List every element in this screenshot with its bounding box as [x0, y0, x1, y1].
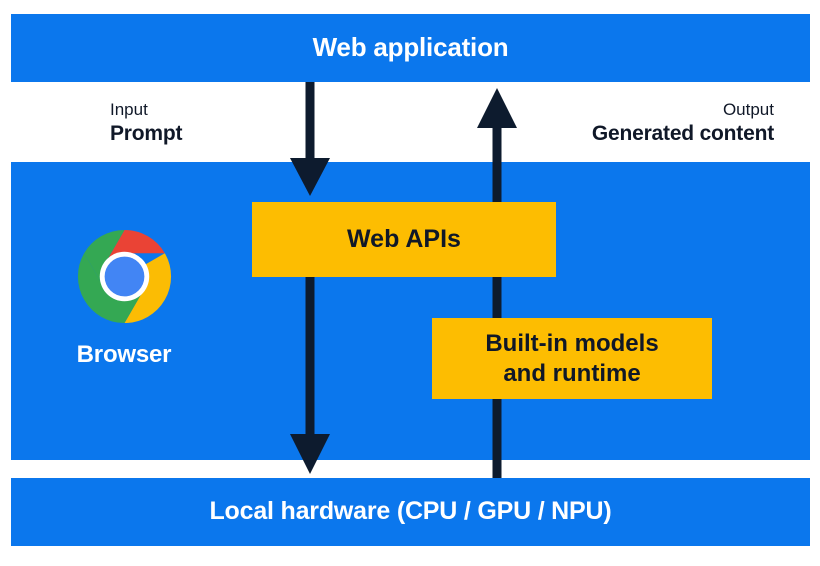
- input-kind-label: Input: [110, 100, 148, 119]
- browser-label: Browser: [76, 341, 172, 368]
- builtin-models-label: Built-in models and runtime: [485, 329, 658, 388]
- web-apis-label: Web APIs: [347, 225, 461, 254]
- browser-group: Browser: [56, 228, 192, 369]
- chrome-logo-icon: [77, 229, 171, 324]
- input-annotation: Input Prompt: [110, 99, 183, 148]
- input-value-label: Prompt: [110, 121, 183, 145]
- local-hardware-label: Local hardware (CPU / GPU / NPU): [209, 497, 612, 525]
- output-value-label: Generated content: [591, 121, 774, 145]
- web-application-band: Web application: [11, 14, 810, 82]
- builtin-models-box: Built-in models and runtime: [432, 318, 712, 399]
- output-annotation: Output Generated content: [592, 99, 774, 148]
- builtin-models-label-line1: Built-in models: [485, 330, 659, 358]
- builtin-models-label-line2: and runtime: [503, 359, 641, 387]
- web-apis-box: Web APIs: [252, 202, 556, 277]
- output-kind-label: Output: [722, 100, 774, 119]
- web-application-label: Web application: [312, 32, 509, 62]
- local-hardware-band: Local hardware (CPU / GPU / NPU): [11, 478, 810, 546]
